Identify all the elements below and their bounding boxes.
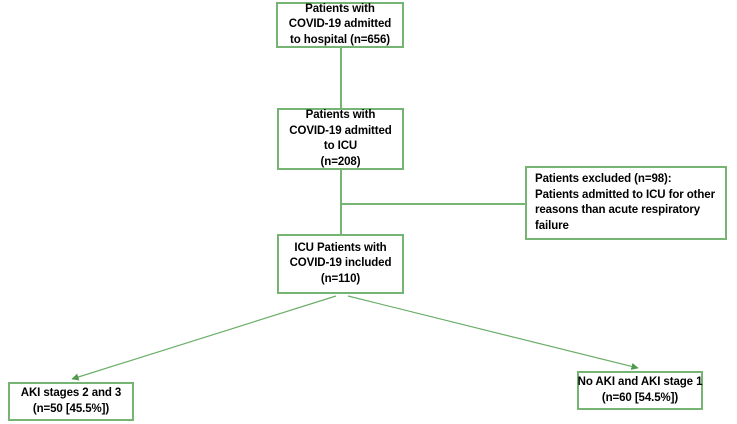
node-no-aki-and-aki-stage-1: No AKI and AKI stage 1 (n=60 [54.5%]) — [577, 371, 703, 410]
node-line: COVID-19 admitted — [288, 18, 392, 31]
node-patients-admitted-hospital: Patients with COVID-19 admitted to hospi… — [276, 2, 404, 48]
connector-icu-to-included — [340, 170, 342, 234]
node-line: COVID-19 admitted — [289, 124, 392, 137]
node-line: COVID-19 included — [289, 257, 392, 270]
node-line: Patients admitted to ICU for other reaso… — [535, 188, 715, 232]
node-line: to ICU — [323, 140, 358, 152]
node-aki-stages-2-and-3: AKI stages 2 and 3 (n=50 [45.5%]) — [8, 382, 134, 421]
node-line: AKI stages 2 and 3 — [20, 387, 122, 399]
node-line: to hospital (n=656) — [289, 33, 391, 46]
node-line: Patients with — [305, 2, 375, 15]
node-line: Patients excluded (n=98): — [535, 173, 672, 185]
node-patients-admitted-icu: Patients with COVID-19 admitted to ICU (… — [277, 108, 404, 170]
arrow-to-no-aki-stage-1 — [347, 295, 639, 370]
arrow-to-aki-stages-2-3 — [71, 295, 337, 381]
node-line: No AKI and AKI stage 1 — [577, 376, 703, 388]
node-line: (n=50 [45.5%]) — [32, 402, 110, 415]
node-line: (n=110) — [320, 272, 361, 285]
connector-icu-to-excluded — [341, 203, 525, 205]
node-patients-excluded: Patients excluded (n=98): Patients admit… — [525, 166, 727, 240]
node-line: (n=60 [54.5%]) — [601, 391, 679, 404]
node-line: (n=208) — [320, 155, 361, 168]
node-line: ICU Patients with — [294, 241, 387, 254]
node-line: Patients with — [305, 109, 376, 121]
node-icu-patients-included: ICU Patients with COVID-19 included (n=1… — [277, 234, 404, 294]
connector-hospital-to-icu — [340, 48, 342, 108]
